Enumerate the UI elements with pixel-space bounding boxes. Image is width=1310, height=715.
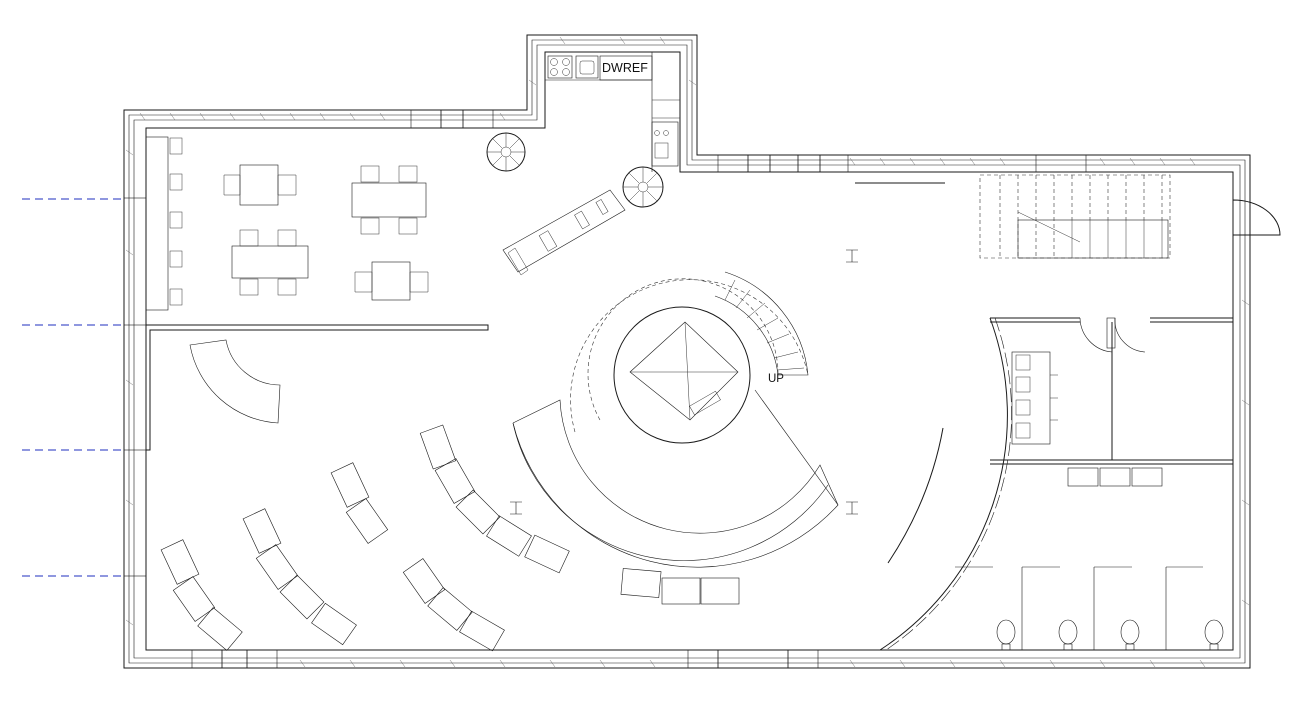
seating-rows [160,424,740,652]
central-staircase: UP [512,271,839,568]
bar-counter [502,189,626,276]
dining-tables [223,164,429,301]
windows [123,109,1087,669]
spiral-stair-icon [486,132,664,208]
sink-icon [1067,467,1163,487]
stove-icon [547,55,573,79]
restrooms [955,317,1233,651]
column-marker-icon [510,249,858,515]
grid-lines [22,198,125,577]
bar-stools [169,137,183,306]
curved-wall [855,182,1012,651]
dwref-label: DWREF [602,61,648,75]
kitchen: DWREF [545,52,680,172]
door-swing-icon [1232,199,1281,236]
up-label: UP [768,373,784,385]
exterior-door[interactable] [1232,199,1281,236]
partition-wall [145,128,489,451]
toilet-icon [996,619,1224,651]
exterior-wall [123,34,1251,669]
reception-desk [189,339,281,424]
service-stair [979,174,1171,259]
sink-icon [575,55,599,79]
